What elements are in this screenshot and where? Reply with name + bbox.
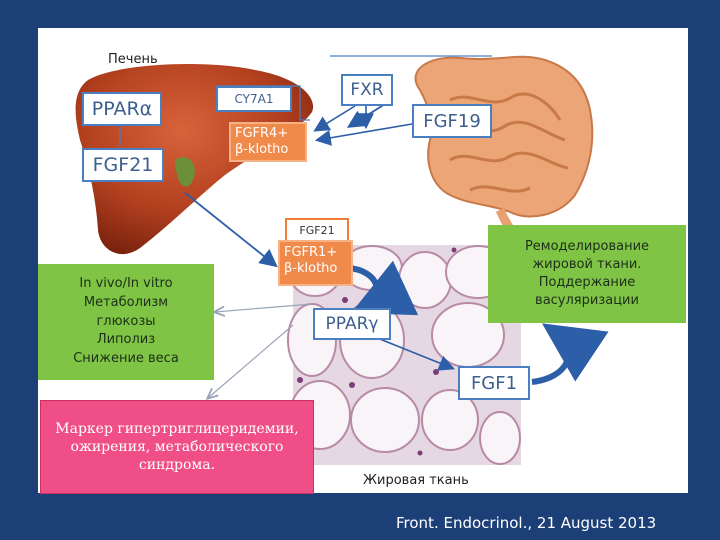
metabolism-line-4: Липолиз [96,332,156,348]
marker-line-1: Маркер гипертриглицеридемии, [55,420,299,437]
remodeling-line-4: васуляризации [535,293,639,309]
ppar-alpha-box: PPARα [82,92,162,126]
gallbladder-illustration [175,157,195,187]
cy7a1-box: CY7A1 [216,86,292,112]
metabolism-effect-box: In vivo/In vitro Метаболизм глюкозы Липо… [38,264,214,380]
fxr-box: FXR [341,74,393,106]
remodeling-line-1: Ремоделирование [524,238,650,254]
marker-line-2: ожирения, метаболического [70,438,284,455]
marker-line-3: синдрома. [138,457,216,474]
fgfr4-line-2: β-klotho [235,141,289,157]
citation-text: Front. Endocrinol., 21 August 2013 [396,514,657,532]
remodeling-line-3: Поддержание [538,275,636,290]
fgf21-liver-box: FGF21 [82,148,164,182]
fgfr1-line-1: FGFR1+ [284,245,338,260]
metabolism-line-1: In vivo/In vitro [79,275,173,291]
remodeling-effect-box: Ремоделирование жировой ткани. Поддержан… [488,225,686,323]
fgfr4-klotho-box: FGFR4+ β-klotho [229,122,307,162]
liver-label: Печень [108,52,158,67]
fgfr1-line-2: β-klotho [284,260,338,276]
adipose-tissue-label: Жировая ткань [363,473,469,488]
metabolism-line-2: Метаболизм [83,294,169,310]
adipose-label-bg [318,466,518,492]
fgfr1-klotho-box: FGFR1+ β-klotho [278,240,353,286]
ppar-gamma-box: PPARγ [313,308,391,340]
fgf1-box: FGF1 [458,366,530,400]
marker-box: Маркер гипертриглицеридемии, ожирения, м… [40,400,314,494]
metabolism-line-3: глюкозы [96,313,156,329]
fgfr4-line-1: FGFR4+ [235,126,289,141]
remodeling-line-2: жировой ткани. [532,256,642,272]
fgf21-adipose-box: FGF21 [285,218,349,242]
intestine-illustration [414,55,594,241]
fgf19-box: FGF19 [412,104,492,138]
metabolism-line-5: Снижение веса [73,351,179,367]
